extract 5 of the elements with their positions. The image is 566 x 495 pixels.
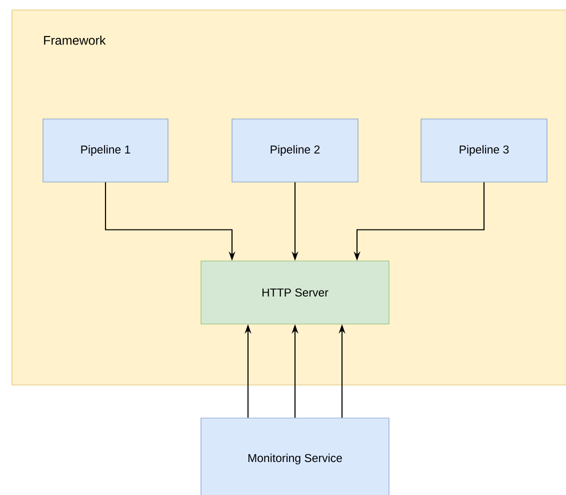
process-box: Pipeline 2 <box>232 118 358 182</box>
server-box: HTTP Server <box>200 260 390 324</box>
process-box: Pipeline 1 <box>42 118 168 182</box>
service-box: Monitoring Service <box>200 418 390 495</box>
process-box: Pipeline 3 <box>420 118 548 182</box>
